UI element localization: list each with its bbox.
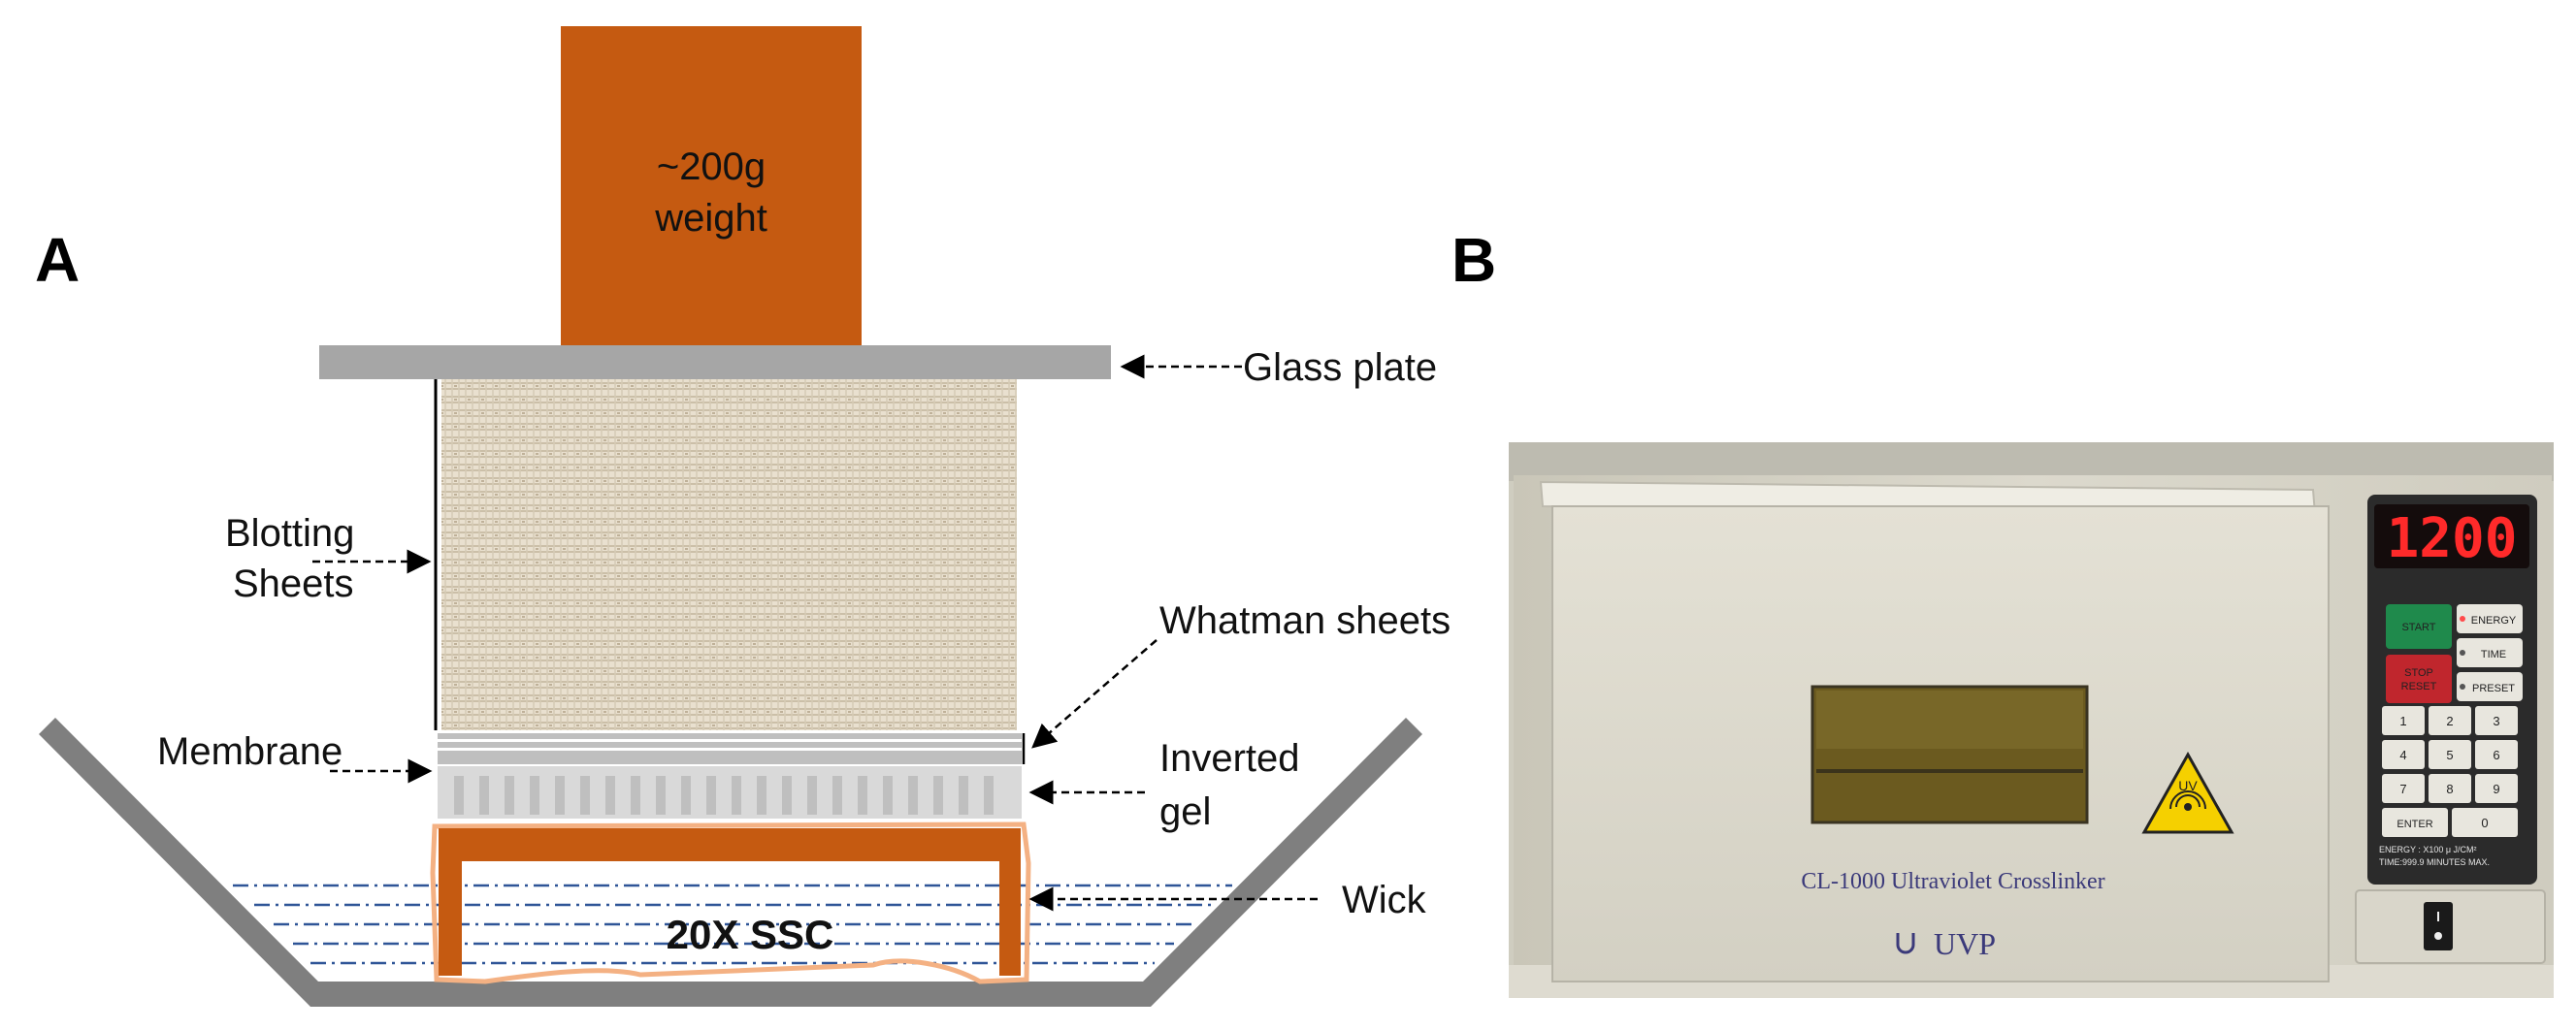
wick-label: Wick bbox=[1342, 879, 1427, 921]
preset-button[interactable] bbox=[2457, 672, 2523, 701]
enter-key[interactable] bbox=[2382, 808, 2448, 837]
wick-outline bbox=[430, 821, 1031, 984]
start-button[interactable] bbox=[2386, 604, 2452, 649]
display-value: 1200 bbox=[2387, 507, 2518, 570]
start-button-label: START bbox=[2401, 622, 2435, 633]
blotting-sheets bbox=[441, 379, 1017, 730]
key-4[interactable] bbox=[2382, 740, 2425, 769]
key-4-label: 4 bbox=[2399, 748, 2406, 762]
key-8[interactable] bbox=[2429, 774, 2471, 803]
crosslinker-photo: UV CL-1000 Ultraviolet Crosslinker UVP 1… bbox=[1509, 442, 2554, 998]
stop-reset-button[interactable] bbox=[2386, 655, 2452, 703]
device-name: CL-1000 Ultraviolet Crosslinker bbox=[1801, 869, 2104, 894]
uv-hazard-text: UV bbox=[2178, 778, 2198, 793]
key-7[interactable] bbox=[2382, 774, 2425, 803]
panel-note-line1: ENERGY : X100 μ J/CM² bbox=[2379, 845, 2477, 854]
gel-wells bbox=[454, 776, 994, 815]
key-7-label: 7 bbox=[2399, 782, 2406, 796]
panel-a-letter: A bbox=[35, 225, 80, 295]
blotting-label-line2: Sheets bbox=[233, 563, 354, 605]
uv-hazard-icon bbox=[2141, 751, 2234, 834]
wick bbox=[439, 828, 1021, 976]
brand-logo: UVP bbox=[1934, 926, 1996, 961]
key-9-label: 9 bbox=[2493, 782, 2499, 796]
blotting-label-line1: Blotting bbox=[225, 512, 354, 555]
stop-button-label-line1: STOP bbox=[2404, 667, 2433, 679]
key-1[interactable] bbox=[2382, 706, 2425, 735]
stop-button-label-line2: RESET bbox=[2401, 681, 2437, 692]
brand-mark bbox=[1896, 933, 1915, 954]
key-3-label: 3 bbox=[2493, 714, 2499, 728]
membrane bbox=[438, 751, 1022, 764]
key-3[interactable] bbox=[2475, 706, 2518, 735]
buffer-label: 20X SSC bbox=[667, 912, 834, 957]
key-0-label: 0 bbox=[2481, 816, 2488, 830]
weight-label-line1: ~200g bbox=[657, 145, 766, 188]
key-1-label: 1 bbox=[2399, 714, 2406, 728]
glass-plate bbox=[319, 345, 1111, 379]
keypad: 1 2 3 4 5 6 7 8 9 ENTER 0 bbox=[2382, 706, 2518, 837]
energy-button-label: ENERGY bbox=[2471, 615, 2517, 627]
glass-plate-label: Glass plate bbox=[1243, 346, 1437, 389]
display bbox=[2374, 504, 2529, 568]
key-0[interactable] bbox=[2452, 808, 2518, 837]
panel-b: B UV CL-1000 Ultraviolet Crosslinker bbox=[1451, 225, 2554, 998]
weight-block bbox=[561, 26, 862, 346]
panel-b-letter: B bbox=[1451, 225, 1496, 295]
gel-label-line2: gel bbox=[1159, 790, 1211, 833]
weight-label-line2: weight bbox=[654, 197, 767, 240]
key-2[interactable] bbox=[2429, 706, 2471, 735]
power-switch[interactable] bbox=[2424, 902, 2453, 950]
key-9[interactable] bbox=[2475, 774, 2518, 803]
key-2-label: 2 bbox=[2446, 714, 2453, 728]
key-6-label: 6 bbox=[2493, 748, 2499, 762]
time-button-label: TIME bbox=[2481, 649, 2506, 660]
whatman-sheets bbox=[438, 733, 1022, 748]
key-8-label: 8 bbox=[2446, 782, 2453, 796]
panel-a: A ~200g weight Glass plate 20X SSC bbox=[35, 26, 1451, 1007]
whatman-arrow bbox=[1031, 639, 1158, 749]
membrane-label: Membrane bbox=[157, 730, 342, 773]
panel-note-line2: TIME:999.9 MINUTES MAX. bbox=[2379, 857, 2490, 867]
time-button[interactable] bbox=[2457, 638, 2523, 667]
whatman-label: Whatman sheets bbox=[1159, 599, 1451, 642]
enter-key-label: ENTER bbox=[2397, 819, 2432, 830]
key-6[interactable] bbox=[2475, 740, 2518, 769]
key-5[interactable] bbox=[2429, 740, 2471, 769]
preset-button-label: PRESET bbox=[2472, 683, 2515, 694]
key-5-label: 5 bbox=[2446, 748, 2453, 762]
energy-button[interactable] bbox=[2457, 604, 2523, 633]
gel-label-line1: Inverted bbox=[1159, 737, 1300, 780]
